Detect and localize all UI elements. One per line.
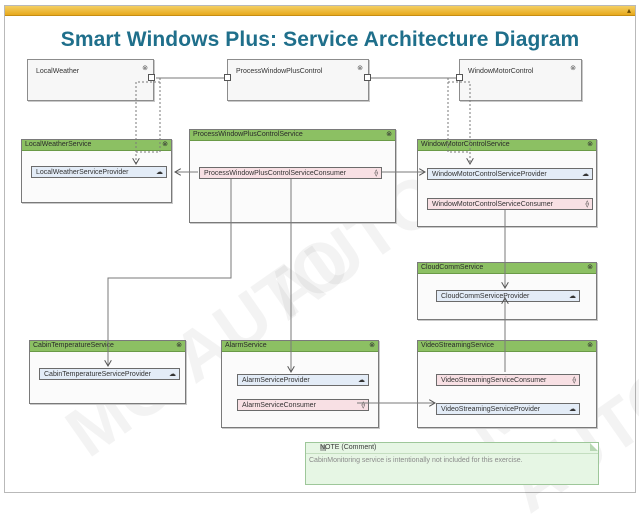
interface-label: AlarmServiceConsumer [242,402,316,409]
component-localweather[interactable]: LocalWeather ⊗ [27,59,154,101]
connector-line [136,81,160,164]
service-icon: ⊗ [176,342,182,349]
component-port[interactable] [148,74,155,81]
service-header: ProcessWindowPlusControlService ⊗ [190,130,395,141]
interface-processwindowpluscontrolserviceconsumer[interactable]: ProcessWindowPlusControlServiceConsumer … [199,167,382,179]
service-processwindowpluscontrolservice[interactable]: ProcessWindowPlusControlService ⊗ Proces… [189,129,396,223]
comment-icon: ▤ [320,445,327,452]
interface-label: CabinTemperatureServiceProvider [44,371,151,378]
service-title: CloudCommService [421,264,484,271]
service-header: LocalWeatherService ⊗ [22,140,171,151]
plug-icon: ⟠ [585,201,589,208]
service-header: AlarmService ⊗ [222,341,378,352]
interface-windowmotorcontrolserviceconsumer[interactable]: WindowMotorControlServiceConsumer ⟠ [427,198,593,210]
plug-icon: ⟠ [374,170,378,177]
connector-line [447,78,470,153]
interface-localweatherserviceprovider[interactable]: LocalWeatherServiceProvider ☁ [31,166,167,178]
note-fold-corner [590,443,598,451]
interface-label: WindowMotorControlServiceProvider [432,171,547,178]
interface-alarmserviceconsumer[interactable]: AlarmServiceConsumer ⟠ [237,399,369,411]
connector-line [136,78,161,153]
interface-windowmotorcontrolserviceprovider[interactable]: WindowMotorControlServiceProvider ☁ [427,168,593,180]
interface-alarmserviceprovider[interactable]: AlarmServiceProvider ☁ [237,374,369,386]
component-port[interactable] [364,74,371,81]
service-localweatherservice[interactable]: LocalWeatherService ⊗ LocalWeatherServic… [21,139,172,203]
note-header: ▤ NOTE (Comment) [306,443,598,454]
service-icon: ⊗ [587,141,593,148]
service-icon: ⊗ [369,342,375,349]
interface-label: VideoStreamingServiceConsumer [441,377,547,384]
service-title: LocalWeatherService [25,141,92,148]
component-port[interactable] [456,74,463,81]
plug-icon: ⟠ [361,402,365,409]
collapse-icon[interactable]: ▴ [626,6,631,15]
plug-icon: ⟠ [572,377,576,384]
service-header: VideoStreamingService ⊗ [418,341,596,352]
service-icon: ⊗ [587,264,593,271]
interface-cabintemperatureserviceprovider[interactable]: CabinTemperatureServiceProvider ☁ [39,368,180,380]
note-body: CabinMonitoring service is intentionally… [309,457,523,464]
cloud-icon: ☁ [156,169,163,176]
interface-label: VideoStreamingServiceProvider [441,406,541,413]
component-label: WindowMotorControl [468,68,534,75]
component-icon: ⊗ [570,65,576,72]
interface-label: ProcessWindowPlusControlServiceConsumer [204,170,346,177]
service-title: WindowMotorControlService [421,141,510,148]
interface-videostreamingserviceprovider[interactable]: VideoStreamingServiceProvider ☁ [436,403,580,415]
window-top-bar: ▴ [5,6,635,16]
connector-layer [5,77,635,492]
interface-label: WindowMotorControlServiceConsumer [432,201,553,208]
service-cloudcommservice[interactable]: CloudCommService ⊗ CloudCommServiceProvi… [417,262,597,320]
service-title: CabinTemperatureService [33,342,114,349]
service-icon: ⊗ [162,141,168,148]
service-icon: ⊗ [386,131,392,138]
interface-label: LocalWeatherServiceProvider [36,169,129,176]
service-videostreamingservice[interactable]: VideoStreamingService ⊗ VideoStreamingSe… [417,340,597,428]
cloud-icon: ☁ [569,293,576,300]
connector-line [108,179,232,366]
service-header: WindowMotorControlService ⊗ [418,140,596,151]
service-alarmservice[interactable]: AlarmService ⊗ AlarmServiceProvider ☁ Al… [221,340,379,428]
component-icon: ⊗ [142,65,148,72]
service-icon: ⊗ [587,342,593,349]
note-title: NOTE (Comment) [320,444,377,451]
interface-videostreamingserviceconsumer[interactable]: VideoStreamingServiceConsumer ⟠ [436,374,580,386]
service-windowmotorcontrolservice[interactable]: WindowMotorControlService ⊗ WindowMotorC… [417,139,597,227]
diagram-title: Smart Windows Plus: Service Architecture… [60,28,580,51]
component-icon: ⊗ [357,65,363,72]
cloud-icon: ☁ [569,406,576,413]
component-label: ProcessWindowPlusControl [236,68,323,75]
service-title: AlarmService [225,342,267,349]
cloud-icon: ☁ [358,377,365,384]
component-windowmotorcontrol[interactable]: WindowMotorControl ⊗ [459,59,582,101]
note-comment[interactable]: ▤ NOTE (Comment) CabinMonitoring service… [305,442,599,485]
interface-label: CloudCommServiceProvider [441,293,530,300]
component-label: LocalWeather [36,68,80,75]
service-header: CloudCommService ⊗ [418,263,596,274]
cloud-icon: ☁ [582,171,589,178]
interface-label: AlarmServiceProvider [242,377,310,384]
diagram-frame: ▴ MO AUTO AUTO MO AUTO Smart Windows Plu… [4,5,639,527]
cloud-icon: ☁ [169,371,176,378]
service-title: VideoStreamingService [421,342,495,349]
component-port[interactable] [224,74,231,81]
service-title: ProcessWindowPlusControlService [193,131,303,138]
connector-line [448,81,470,164]
